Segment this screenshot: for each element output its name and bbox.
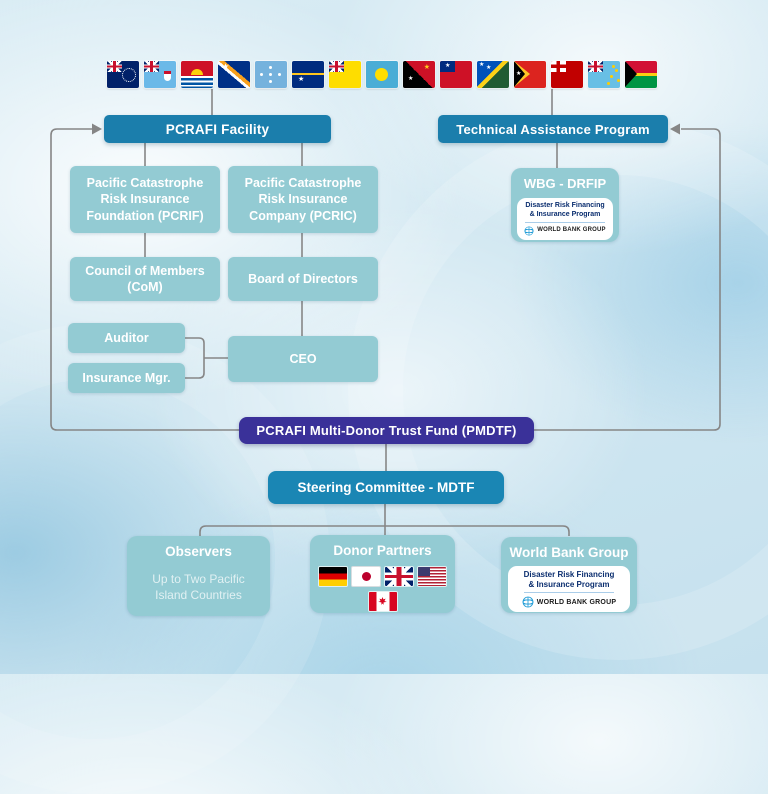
node-label: CEO [289, 351, 317, 366]
node-wbg-drfip: WBG - DRFIP Disaster Risk Financing & In… [511, 168, 619, 242]
arrow-into-pcrafi-facility [92, 123, 102, 135]
flag-germany-icon [319, 567, 347, 586]
node-label: World Bank Group [509, 545, 629, 560]
world-bank-drfip-logo: Disaster Risk Financing & Insurance Prog… [517, 198, 613, 240]
node-observers: Observers Up to Two Pacific Island Count… [127, 536, 270, 616]
node-label: Board of Directors [248, 271, 358, 286]
flag-kiribati-icon [181, 61, 213, 88]
logo-program-line1: Disaster Risk Financing [523, 570, 615, 579]
node-technical-assistance-program: Technical Assistance Program [438, 115, 668, 143]
node-label: Technical Assistance Program [456, 121, 650, 137]
flag-nauru-icon: ★ [292, 61, 324, 88]
donor-flags-row [319, 567, 446, 586]
world-bank-globe-icon [524, 226, 534, 236]
node-pcrafi-facility: PCRAFI Facility [104, 115, 331, 143]
node-label: Pacific Catastrophe Risk Insurance Found… [86, 175, 204, 223]
arrow-into-technical-assistance [670, 123, 680, 135]
flag-japan-icon [352, 567, 380, 586]
node-pmdtf: PCRAFI Multi-Donor Trust Fund (PMDTF) [239, 417, 534, 444]
node-pcrif: Pacific Catastrophe Risk Insurance Found… [70, 166, 220, 233]
flag-marshall-islands-icon: ★ [218, 61, 250, 88]
logo-org-name: WORLD BANK GROUP [537, 226, 606, 233]
logo-program-line2: & Insurance Program [529, 210, 601, 218]
flag-timor-leste-icon: ★ [514, 61, 546, 88]
flag-micronesia-icon [255, 61, 287, 88]
node-auditor: Auditor [68, 323, 185, 353]
flag-united-kingdom-icon [385, 567, 413, 586]
logo-program-line1: Disaster Risk Financing [525, 202, 605, 210]
node-label: Observers [165, 544, 232, 559]
node-steering-committee: Steering Committee - MDTF [268, 471, 504, 504]
node-pcric: Pacific Catastrophe Risk Insurance Compa… [228, 166, 378, 233]
connector-lines [50, 89, 721, 536]
node-label: Pacific Catastrophe Risk Insurance Compa… [244, 175, 362, 223]
node-label: Steering Committee - MDTF [297, 480, 475, 495]
flag-samoa-icon: ★ [440, 61, 472, 88]
world-bank-globe-icon [522, 596, 534, 608]
node-label: Auditor [104, 330, 149, 345]
node-insurance-mgr: Insurance Mgr. [68, 363, 185, 393]
flag-papua-new-guinea-icon: ★★ [403, 61, 435, 88]
flag-tuvalu-icon [588, 61, 620, 88]
node-board-of-directors: Board of Directors [228, 257, 378, 301]
node-label: PCRAFI Multi-Donor Trust Fund (PMDTF) [256, 423, 517, 438]
pacific-flags-row: ★ ★ ★★ ★ ★★ ★ [107, 61, 657, 88]
flag-canada-icon [368, 592, 397, 611]
flag-united-states-icon [418, 567, 446, 586]
flag-niue-icon [329, 61, 361, 88]
logo-program-line2: & Insurance Program [528, 579, 610, 589]
flag-tonga-icon [551, 61, 583, 88]
node-label: WBG - DRFIP [523, 176, 607, 191]
node-ceo: CEO [228, 336, 378, 382]
flag-solomon-islands-icon: ★★ [477, 61, 509, 88]
flag-palau-icon [366, 61, 398, 88]
observers-note: Up to Two Pacific Island Countries [152, 572, 245, 603]
flag-cook-islands-icon [107, 61, 139, 88]
logo-org-name: WORLD BANK GROUP [536, 598, 617, 606]
flag-fiji-icon [144, 61, 176, 88]
node-label: Insurance Mgr. [82, 370, 171, 385]
flag-vanuatu-icon [625, 61, 657, 88]
node-label: Council of Members (CoM) [85, 263, 205, 295]
node-council-of-members: Council of Members (CoM) [70, 257, 220, 301]
node-label: Donor Partners [333, 543, 432, 558]
node-donor-partners: Donor Partners [310, 535, 455, 613]
node-world-bank-group: World Bank Group Disaster Risk Financing… [501, 537, 637, 613]
node-label: PCRAFI Facility [165, 121, 270, 137]
world-bank-group-logo: Disaster Risk Financing & Insurance Prog… [508, 566, 630, 613]
